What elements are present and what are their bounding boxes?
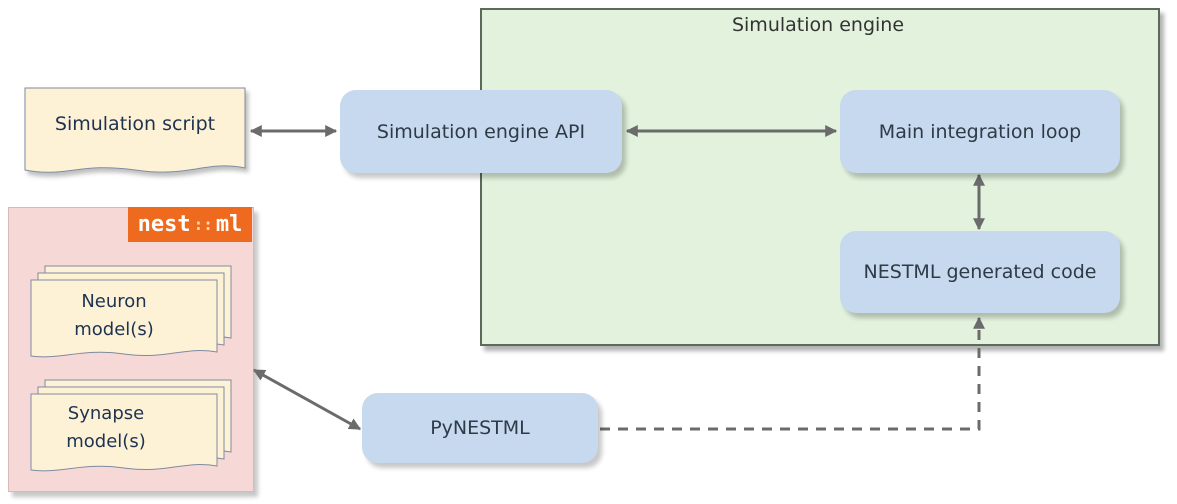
- neuron-model-documents: [30, 265, 232, 358]
- simulation-script-document: [24, 87, 246, 173]
- neuron-model-label: Neuron model(s): [31, 288, 197, 344]
- pynestml-node: PyNESTML: [362, 393, 598, 463]
- logo-text-nest: nest: [137, 212, 191, 237]
- synapse-model-label-line2: model(s): [66, 431, 146, 452]
- neuron-model-label-line1: Neuron: [81, 291, 147, 312]
- synapse-model-documents: [30, 379, 232, 472]
- simulation-engine-api-node: Simulation engine API: [340, 90, 622, 173]
- synapse-model-label-line1: Synapse: [67, 403, 145, 424]
- main-integration-loop-node: Main integration loop: [840, 90, 1120, 173]
- synapse-model-label: Synapse model(s): [31, 400, 181, 456]
- arrow-nestml-pynestml: [252, 368, 362, 431]
- dashed-arrow-pynestml-generated: [600, 316, 985, 431]
- logo-text-ml: ml: [215, 212, 243, 237]
- simulation-script-label: Simulation script: [54, 113, 216, 135]
- logo-text-separator: ::: [193, 215, 213, 234]
- nestml-generated-code-node: NESTML generated code: [840, 231, 1120, 313]
- simulation-engine-title: Simulation engine: [731, 14, 905, 36]
- neuron-model-label-line2: model(s): [74, 319, 154, 340]
- nestml-logo: nest::ml: [128, 207, 252, 242]
